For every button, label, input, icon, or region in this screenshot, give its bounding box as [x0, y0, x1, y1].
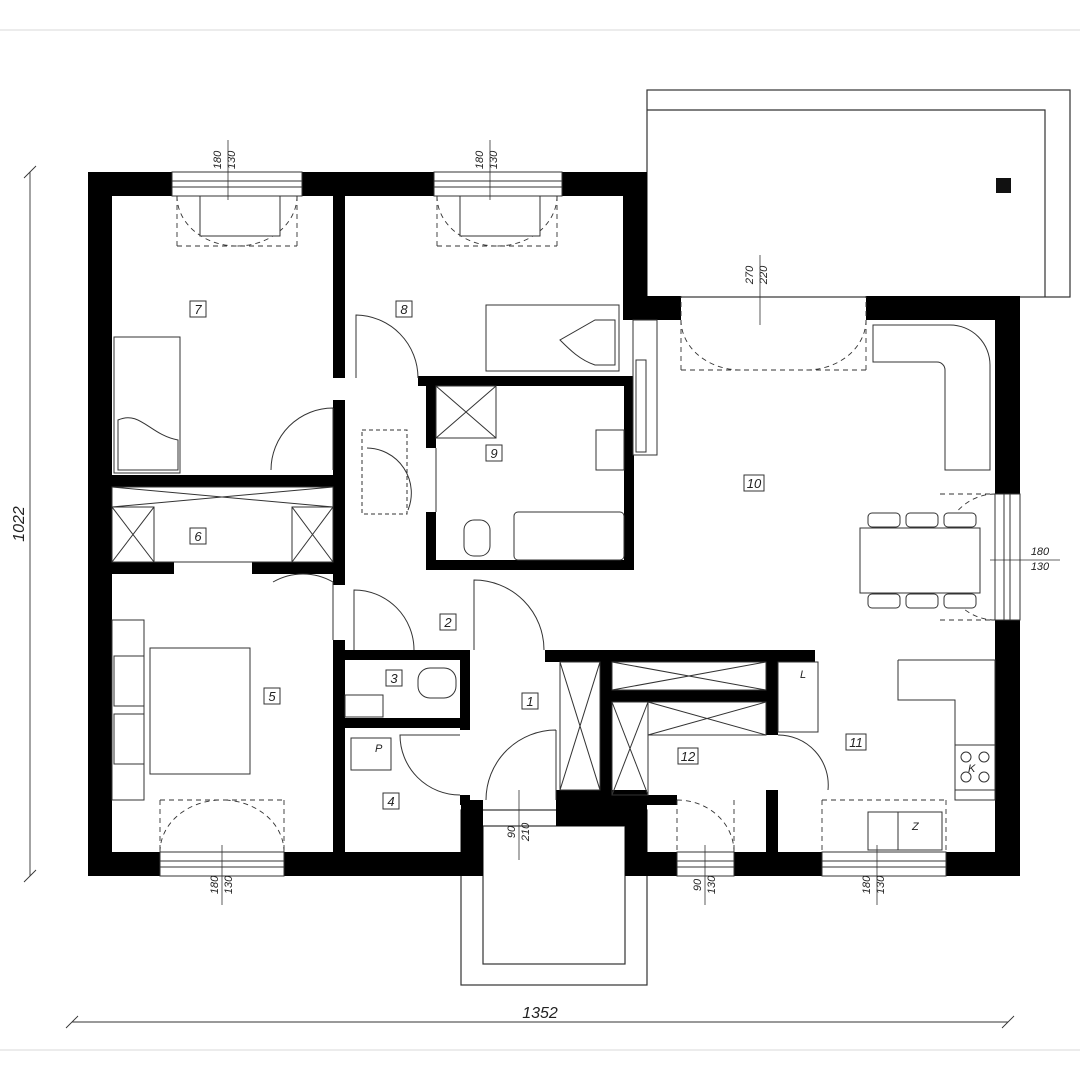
room-label-1: 1 [521, 692, 539, 710]
svg-text:8: 8 [400, 302, 408, 317]
entrance-porch [460, 809, 648, 986]
dim-w7-bot: 130 [226, 150, 238, 169]
room-label-6: 6 [189, 527, 207, 545]
dim-wr-bot: 130 [1031, 561, 1050, 573]
dim-w8-top: 180 [474, 150, 486, 169]
room-label-2: 2 [439, 613, 457, 631]
room-label-11: 11 [845, 733, 867, 751]
doors [270, 314, 829, 801]
walls [88, 172, 1020, 876]
dim-w11-bot: 130 [875, 875, 887, 894]
overall-width-label: 1352 [522, 1005, 558, 1022]
overall-height-label: 1022 [11, 506, 28, 542]
appliance-l: L [800, 669, 806, 681]
closets [111, 429, 767, 796]
dim-w10-bot: 220 [758, 265, 770, 285]
svg-text:2: 2 [443, 615, 452, 630]
dim-w5-bot: 130 [223, 875, 235, 894]
svg-text:10: 10 [747, 476, 762, 491]
svg-text:7: 7 [194, 302, 202, 317]
furniture [111, 195, 996, 851]
room-label-12: 12 [677, 747, 699, 765]
svg-text:6: 6 [194, 529, 202, 544]
dim-door-top: 90 [506, 825, 518, 838]
svg-text:9: 9 [490, 446, 497, 461]
room-label-5: 5 [263, 687, 281, 705]
room-label-3: 3 [385, 669, 403, 687]
dining-table [859, 527, 981, 594]
svg-text:12: 12 [681, 749, 696, 764]
windows [159, 171, 1021, 877]
room-label-7: 7 [189, 300, 207, 318]
room-label-9: 9 [485, 444, 503, 462]
appliance-z: Z [911, 821, 920, 833]
svg-text:3: 3 [390, 671, 398, 686]
appliance-p: P [375, 743, 383, 755]
dim-w12-top: 90 [692, 878, 704, 891]
dim-w10-top: 270 [744, 265, 756, 285]
svg-text:11: 11 [849, 735, 863, 750]
svg-text:1: 1 [526, 694, 533, 709]
appliance-k: K [968, 763, 976, 775]
appliance-labels: P L K Z [375, 669, 976, 833]
room-label-8: 8 [395, 300, 413, 318]
sofa [872, 324, 991, 471]
dim-w5-top: 180 [209, 875, 221, 894]
dim-wr-top: 180 [1031, 546, 1050, 558]
dim-w12-bot: 130 [706, 875, 718, 894]
dim-w8-bot: 130 [488, 150, 500, 169]
dim-w11-top: 180 [861, 875, 873, 894]
dim-door-bot: 210 [520, 822, 532, 842]
svg-text:4: 4 [387, 794, 394, 809]
overall-dimensions [23, 165, 1015, 1029]
room-labels: 7 8 9 10 6 2 3 5 1 12 11 4 [189, 300, 867, 810]
room-label-10: 10 [743, 474, 765, 492]
svg-text:5: 5 [268, 689, 276, 704]
bed-room-5 [149, 647, 251, 775]
dim-w7-top: 180 [212, 150, 224, 169]
terrace [646, 89, 1071, 298]
room-label-4: 4 [382, 792, 400, 810]
window-dimension-labels: 180 130 180 130 270 220 180 130 180 130 … [209, 140, 1060, 905]
